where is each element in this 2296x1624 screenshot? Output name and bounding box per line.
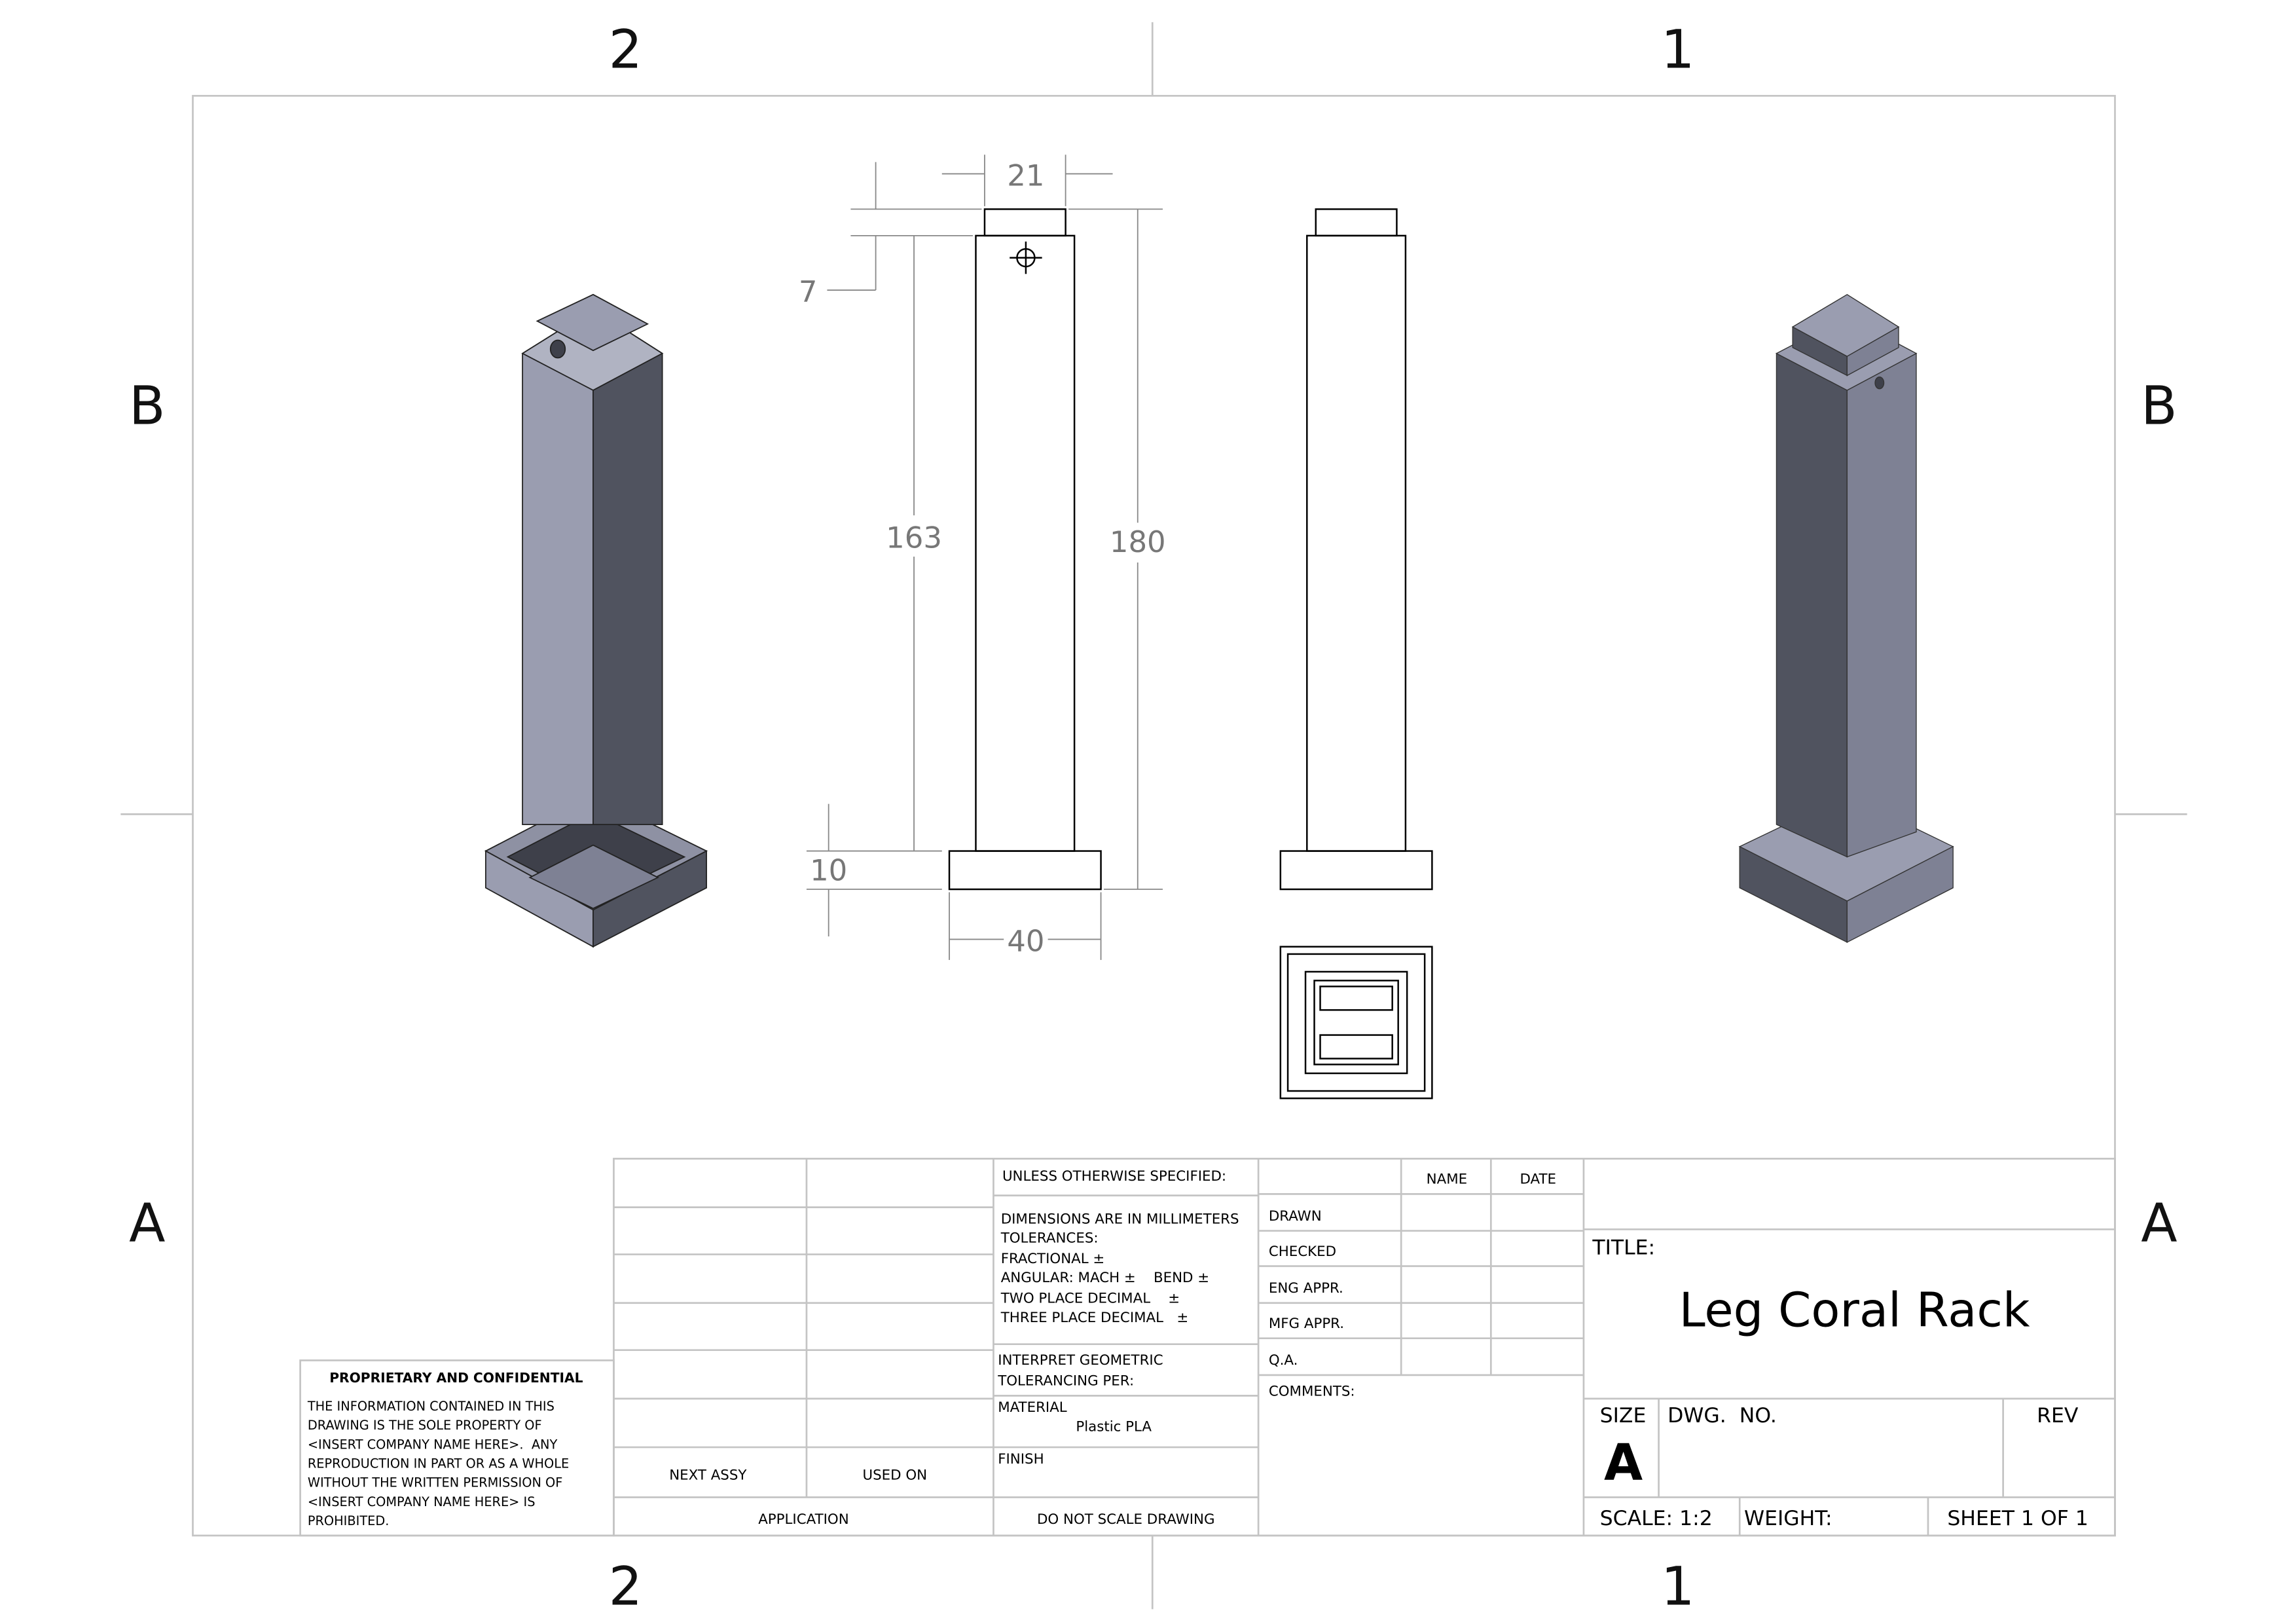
svg-text:DRAWING IS THE SOLE PROPERTY O: DRAWING IS THE SOLE PROPERTY OF — [308, 1418, 542, 1433]
role-qa: Q.A. — [1269, 1352, 1298, 1369]
dim-base-width: 40 — [1007, 923, 1044, 958]
dwg-no-label: DWG. NO. — [1667, 1404, 1777, 1428]
svg-text:PROHIBITED.: PROHIBITED. — [308, 1513, 390, 1528]
tolerance-line: THREE PLACE DECIMAL ± — [1000, 1310, 1189, 1326]
application-label: APPLICATION — [758, 1511, 848, 1528]
role-mfg-appr: MFG APPR. — [1269, 1316, 1344, 1332]
dim-base-height: 10 — [810, 853, 847, 888]
tolerance-line: TWO PLACE DECIMAL ± — [1000, 1291, 1180, 1307]
material-value: Plastic PLA — [1076, 1418, 1152, 1435]
zone-label: 2 — [609, 1557, 643, 1618]
tolerance-line: ANGULAR: MACH ± BEND ± — [1001, 1270, 1209, 1286]
finish-label: FINISH — [998, 1451, 1044, 1467]
svg-text:WITHOUT THE WRITTEN PERMISSION: WITHOUT THE WRITTEN PERMISSION OF — [308, 1475, 563, 1490]
zone-label: A — [129, 1192, 165, 1254]
date-header: DATE — [1520, 1172, 1556, 1188]
used-on-label: USED ON — [863, 1467, 928, 1484]
interpret-line: TOLERANCING PER: — [997, 1373, 1134, 1390]
sheet-label: SHEET 1 OF 1 — [1947, 1507, 2088, 1530]
front-view — [948, 208, 1102, 891]
isometric-view-bottom — [484, 293, 708, 948]
side-view — [1279, 208, 1433, 891]
svg-text:<INSERT COMPANY NAME HERE>. A: <INSERT COMPANY NAME HERE>. ANY — [308, 1437, 558, 1452]
size-label: SIZE — [1600, 1404, 1647, 1428]
zone-label: 1 — [1661, 20, 1695, 81]
dim-overall-height: 180 — [1110, 525, 1166, 559]
zone-label: 1 — [1661, 1557, 1695, 1618]
dim-shaft-height: 163 — [886, 520, 942, 555]
dim-top-width: 21 — [1007, 158, 1044, 193]
drawing-title: Leg Coral Rack — [1679, 1283, 2030, 1338]
weight-label: WEIGHT: — [1744, 1507, 1832, 1530]
isometric-view-top — [1738, 294, 1954, 944]
rev-label: REV — [2037, 1404, 2079, 1428]
role-checked: CHECKED — [1269, 1244, 1336, 1260]
role-drawn: DRAWN — [1269, 1208, 1322, 1225]
svg-text:PROPRIETARY AND CONFIDENTIAL: PROPRIETARY AND CONFIDENTIAL — [329, 1370, 583, 1386]
zone-label: B — [2141, 376, 2178, 437]
scale-label: SCALE: 1:2 — [1600, 1507, 1713, 1530]
size-value: A — [1604, 1434, 1643, 1492]
zone-label: 2 — [609, 20, 643, 81]
zone-label: B — [129, 376, 166, 437]
next-assy-label: NEXT ASSY — [669, 1467, 747, 1484]
title-block — [299, 1158, 2116, 1537]
comments-label: COMMENTS: — [1269, 1383, 1355, 1399]
svg-text:REPRODUCTION IN PART OR AS A W: REPRODUCTION IN PART OR AS A WHOLE — [308, 1456, 569, 1471]
tolerance-line: TOLERANCES: — [1000, 1230, 1099, 1247]
material-label: MATERIAL — [998, 1399, 1067, 1416]
name-header: NAME — [1427, 1172, 1467, 1188]
title-label: TITLE: — [1592, 1236, 1655, 1260]
zone-label: A — [2141, 1192, 2177, 1254]
dim-cap-height: 7 — [799, 274, 818, 309]
tolerance-line: FRACTIONAL ± — [1001, 1251, 1105, 1267]
dimensions: 21 7 163 180 10 40 — [799, 155, 1166, 960]
tolerance-line: DIMENSIONS ARE IN MILLIMETERS — [1001, 1211, 1239, 1227]
interpret-line: INTERPRET GEOMETRIC — [998, 1352, 1163, 1369]
unless-label: UNLESS OTHERWISE SPECIFIED: — [1002, 1168, 1226, 1185]
role-eng-appr: ENG APPR. — [1269, 1280, 1343, 1297]
proprietary-notice: PROPRIETARY AND CONFIDENTIAL THE INFORMA… — [307, 1370, 583, 1528]
svg-text:THE INFORMATION CONTAINED IN T: THE INFORMATION CONTAINED IN THIS — [307, 1399, 555, 1414]
do-not-scale-label: DO NOT SCALE DRAWING — [1037, 1511, 1215, 1528]
svg-text:<INSERT COMPANY NAME HERE> IS: <INSERT COMPANY NAME HERE> IS — [308, 1494, 536, 1509]
bottom-view — [1279, 946, 1433, 1099]
